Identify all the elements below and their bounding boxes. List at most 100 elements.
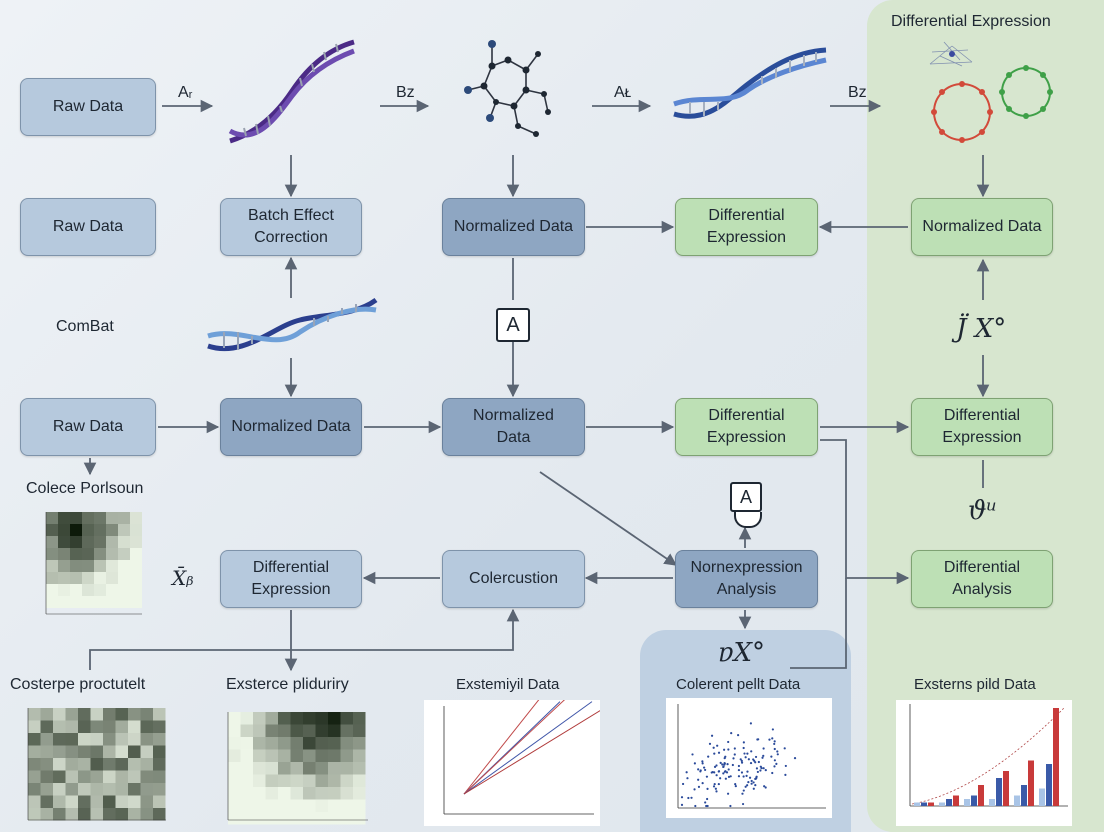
scatter-point bbox=[710, 734, 714, 737]
scatter-point bbox=[722, 772, 725, 775]
caption-colerent: Colerent pellt Data bbox=[676, 676, 801, 693]
scatter-point bbox=[726, 792, 730, 795]
heatmap-cell bbox=[82, 548, 94, 560]
heatmap-cell bbox=[290, 774, 303, 787]
scatter-point bbox=[776, 750, 779, 753]
scatter-point bbox=[690, 796, 693, 799]
heatmap-cell bbox=[82, 524, 94, 536]
differential-expression-box-row3[interactable]: Differential Expression bbox=[675, 398, 818, 456]
heatmap-cell bbox=[228, 749, 241, 762]
normalized-data-box-right[interactable]: Normalized Data bbox=[911, 198, 1053, 256]
heatmap-cell bbox=[228, 799, 241, 812]
raw-data-box-2[interactable]: Raw Data bbox=[20, 198, 156, 256]
heatmap-cell bbox=[153, 708, 166, 721]
heatmap-cell bbox=[353, 712, 366, 725]
heatmap-cell bbox=[115, 720, 128, 733]
heatmap-cell bbox=[115, 783, 128, 796]
dna-helix-middle-icon bbox=[207, 297, 378, 352]
scatter-point bbox=[716, 744, 719, 747]
heatmap-cell bbox=[265, 737, 278, 750]
scatter-point bbox=[773, 759, 776, 762]
heatmap-cell bbox=[278, 712, 291, 725]
differential-expression-box-right[interactable]: Differential Expression bbox=[911, 398, 1053, 456]
normalized-data-box-row3[interactable]: Normalized Data bbox=[220, 398, 362, 456]
scatter-point bbox=[739, 758, 742, 761]
scatter-point bbox=[730, 731, 733, 735]
scatter-point bbox=[737, 768, 741, 772]
differential-expression-box-lower[interactable]: Differential Expression bbox=[220, 550, 362, 608]
heatmap-cell bbox=[265, 787, 278, 800]
heatmap-cell bbox=[65, 770, 78, 783]
line-series bbox=[463, 700, 565, 795]
scatter-point bbox=[742, 789, 745, 792]
raw-data-box-3[interactable]: Raw Data bbox=[20, 398, 156, 456]
scatter-point bbox=[713, 771, 716, 774]
heatmap-cell bbox=[353, 812, 366, 825]
heatmap-cell bbox=[353, 737, 366, 750]
heatmap-cell bbox=[65, 720, 78, 733]
network-graph-icon bbox=[464, 40, 551, 137]
bar bbox=[971, 795, 977, 806]
bar bbox=[1046, 764, 1052, 806]
heatmap-cell bbox=[106, 548, 118, 560]
heatmap-cell bbox=[328, 749, 341, 762]
differential-analysis-box[interactable]: Differential Analysis bbox=[911, 550, 1053, 608]
scatter-point bbox=[691, 753, 694, 756]
heatmap-cell bbox=[115, 808, 128, 821]
heatmap-cell bbox=[118, 584, 130, 596]
heatmap-cell bbox=[46, 512, 58, 524]
heatmap-cell bbox=[303, 812, 316, 825]
scatter-point bbox=[704, 801, 707, 804]
scatter-point bbox=[713, 765, 717, 768]
heatmap-cell bbox=[153, 758, 166, 771]
scatter-point bbox=[748, 776, 752, 779]
batch-effect-correction-box[interactable]: Batch Effect Correction bbox=[220, 198, 362, 256]
heatmap-cell bbox=[315, 749, 328, 762]
scatter-point bbox=[744, 785, 747, 788]
heatmap-cell bbox=[228, 737, 241, 750]
scatter-point bbox=[719, 777, 722, 780]
bar bbox=[939, 802, 945, 806]
heatmap-cell bbox=[103, 770, 116, 783]
heatmap-cell bbox=[140, 795, 153, 808]
scatter-point bbox=[746, 784, 749, 787]
differential-expression-box-mid[interactable]: Differential Expression bbox=[675, 198, 818, 256]
scatter-point bbox=[761, 756, 764, 759]
scatter-point bbox=[733, 747, 736, 750]
heatmap-cell bbox=[328, 724, 341, 737]
scatter-point bbox=[757, 760, 760, 764]
heatmap-cell bbox=[78, 708, 91, 721]
edge-label-a2: Aᴌ bbox=[614, 84, 632, 101]
scatter-point bbox=[717, 751, 721, 754]
dna-helix-blue-icon bbox=[673, 47, 827, 119]
heatmap-cell bbox=[278, 787, 291, 800]
heatmap-cell bbox=[253, 749, 266, 762]
line-chart-extemiyil bbox=[424, 700, 600, 826]
heatmap-cell bbox=[303, 799, 316, 812]
scatter-point bbox=[762, 754, 765, 757]
network-cluster-icon bbox=[929, 41, 1053, 143]
normalized-data-box-center[interactable]: Normalized Data bbox=[442, 398, 585, 456]
heatmap-cell bbox=[315, 799, 328, 812]
caption-exsterce: Exsterce pliduriry bbox=[226, 676, 349, 693]
nonexpression-analysis-box[interactable]: Nornexpression Analysis bbox=[675, 550, 818, 608]
line-series bbox=[463, 710, 600, 795]
scatter-point bbox=[763, 785, 766, 788]
normalized-data-box-mid[interactable]: Normalized Data bbox=[442, 198, 585, 256]
arrow-normcenter-nonexpr bbox=[539, 471, 678, 566]
heatmap-cell bbox=[315, 737, 328, 750]
heatmap-cell bbox=[70, 524, 82, 536]
heatmap-cell bbox=[106, 560, 118, 572]
heatmap-cell bbox=[240, 724, 253, 737]
scatter-point bbox=[749, 761, 753, 765]
heatmap-cell bbox=[106, 536, 118, 548]
colercustion-box[interactable]: Colercustion bbox=[442, 550, 585, 608]
heatmap-cell bbox=[353, 774, 366, 787]
heatmap-cell bbox=[315, 712, 328, 725]
scatter-chart-bg bbox=[666, 698, 832, 818]
heatmap-cell bbox=[278, 737, 291, 750]
raw-data-box-1[interactable]: Raw Data bbox=[20, 78, 156, 136]
heatmap-cell bbox=[70, 584, 82, 596]
heatmap-cell bbox=[118, 512, 130, 524]
heatmap-cell bbox=[128, 708, 141, 721]
